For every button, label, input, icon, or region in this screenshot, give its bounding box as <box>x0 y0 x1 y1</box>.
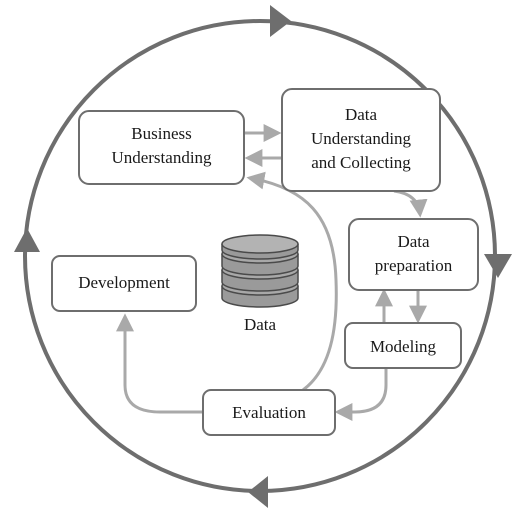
cycle-arrow-right-icon <box>484 254 512 278</box>
node-data-understanding-label-line-1: Data <box>345 105 378 124</box>
node-data-preparation-label-line-2: preparation <box>375 256 453 275</box>
node-development: Development <box>51 255 197 312</box>
node-data-preparation-label-line-1: Data <box>397 232 430 251</box>
node-data-preparation: Data preparation <box>348 218 479 291</box>
node-business-understanding: Business Understanding <box>78 110 245 185</box>
node-evaluation: Evaluation <box>202 389 336 436</box>
node-development-label: Development <box>78 273 170 292</box>
cycle-arrow-top-icon <box>270 5 291 37</box>
database-icon <box>221 234 299 308</box>
node-business-label-line-2: Understanding <box>111 148 212 167</box>
node-modeling: Modeling <box>344 322 462 369</box>
arrow-evaluation-to-development <box>116 313 203 414</box>
arrow-data-understanding-to-preparation <box>393 189 428 218</box>
node-data-understanding-label-line-3: and Collecting <box>311 153 411 172</box>
node-data-understanding: Data Understanding and Collecting <box>281 88 441 192</box>
cycle-arrow-bottom-icon <box>248 476 268 508</box>
arrow-modeling-to-evaluation <box>334 368 388 421</box>
node-modeling-label: Modeling <box>370 337 437 356</box>
node-data-understanding-label-line-2: Understanding <box>311 129 412 148</box>
database-label: Data <box>244 315 277 334</box>
node-evaluation-label: Evaluation <box>232 403 306 422</box>
outer-cycle <box>14 5 512 508</box>
cycle-arrow-left-icon <box>14 228 40 252</box>
node-business-label-line-1: Business <box>131 124 191 143</box>
